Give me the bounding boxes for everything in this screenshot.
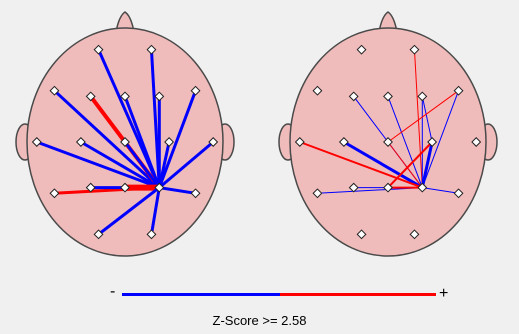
left-electrode-c4 xyxy=(164,137,175,147)
right-electrode-p4 xyxy=(417,182,428,193)
left-electrode-f8 xyxy=(190,85,201,96)
left-electrode-t6 xyxy=(190,188,201,199)
right-connection-p4-f8 xyxy=(421,90,460,189)
right-electrode-o2 xyxy=(409,229,420,240)
right-connection-f4-c4 xyxy=(421,95,433,143)
left-electrode-fp1 xyxy=(93,44,104,55)
left-connection-p4-c4 xyxy=(157,140,171,190)
right-electrode-t5 xyxy=(312,188,323,199)
right-electrode-fz xyxy=(383,91,393,102)
left-connection-p4-o1 xyxy=(97,186,161,236)
right-electrode-f3 xyxy=(348,91,359,102)
right-electrode-cz xyxy=(383,137,393,147)
left-connection-p4-c3 xyxy=(79,140,161,190)
left-electrode-o1 xyxy=(93,229,104,240)
left-electrode-cz xyxy=(120,137,130,147)
left-electrode-p3 xyxy=(85,182,96,193)
right-electrode-fp1 xyxy=(356,44,367,55)
left-connection-p4-fz xyxy=(123,94,161,190)
left-electrode-f7 xyxy=(49,85,60,96)
right-electrode-c4 xyxy=(427,137,438,147)
right-electrode-f7 xyxy=(312,85,323,96)
right-connection-f8-cz xyxy=(387,90,460,143)
left-electrode-f3 xyxy=(85,91,96,102)
right-electrode-t4 xyxy=(471,137,482,147)
right-electrode-t6 xyxy=(453,188,464,199)
legend-minus-label: - xyxy=(110,283,116,300)
right-connection-p4-t6 xyxy=(421,187,460,194)
left-connection-p4-t4 xyxy=(157,140,215,190)
right-connection-p4-t3 xyxy=(298,141,424,189)
left-electrode-t5 xyxy=(49,188,60,199)
left-connection-p4-cz xyxy=(123,140,161,190)
left-electrode-c3 xyxy=(75,137,86,147)
left-electrode-t3 xyxy=(31,137,42,147)
right-electrode-t3 xyxy=(294,137,305,147)
left-electrode-f4 xyxy=(154,91,165,102)
left-connection-p4-t6 xyxy=(157,186,198,195)
left-electrode-t4 xyxy=(208,137,219,147)
legend-title: Z-Score >= 2.58 xyxy=(212,313,307,328)
right-electrode-f8 xyxy=(453,85,464,96)
left-electrode-p4 xyxy=(154,182,165,193)
right-connection-p4-cz xyxy=(387,141,423,189)
left-electrode-o2 xyxy=(146,229,157,240)
left-connection-p4-f7 xyxy=(52,89,161,190)
right-electrode-o1 xyxy=(356,229,367,240)
right-electrode-p3 xyxy=(348,182,359,193)
right-electrode-fp2 xyxy=(409,44,420,55)
right-electrode-f4 xyxy=(417,91,428,102)
legend-plus-label: + xyxy=(439,285,449,302)
left-electrode-fz xyxy=(120,91,130,102)
right-connection-c4-pz xyxy=(387,141,434,189)
left-electrode-pz xyxy=(120,182,130,193)
left-connection-p4-t3 xyxy=(35,140,161,190)
right-head-nose xyxy=(378,11,398,33)
right-electrode-pz xyxy=(383,182,393,193)
left-connection-p4-f8 xyxy=(157,89,198,190)
left-head-nose xyxy=(115,11,135,33)
right-connection-p4-c4 xyxy=(420,140,434,190)
heads-canvas xyxy=(15,11,498,257)
right-connection-p4-c3 xyxy=(342,140,424,190)
right-connection-p4-fz xyxy=(387,95,423,189)
left-electrode-fp2 xyxy=(146,44,157,55)
right-electrode-c3 xyxy=(338,137,349,147)
right-connection-p4-fp2 xyxy=(413,49,423,189)
left-connection-p4-o2 xyxy=(149,186,161,236)
